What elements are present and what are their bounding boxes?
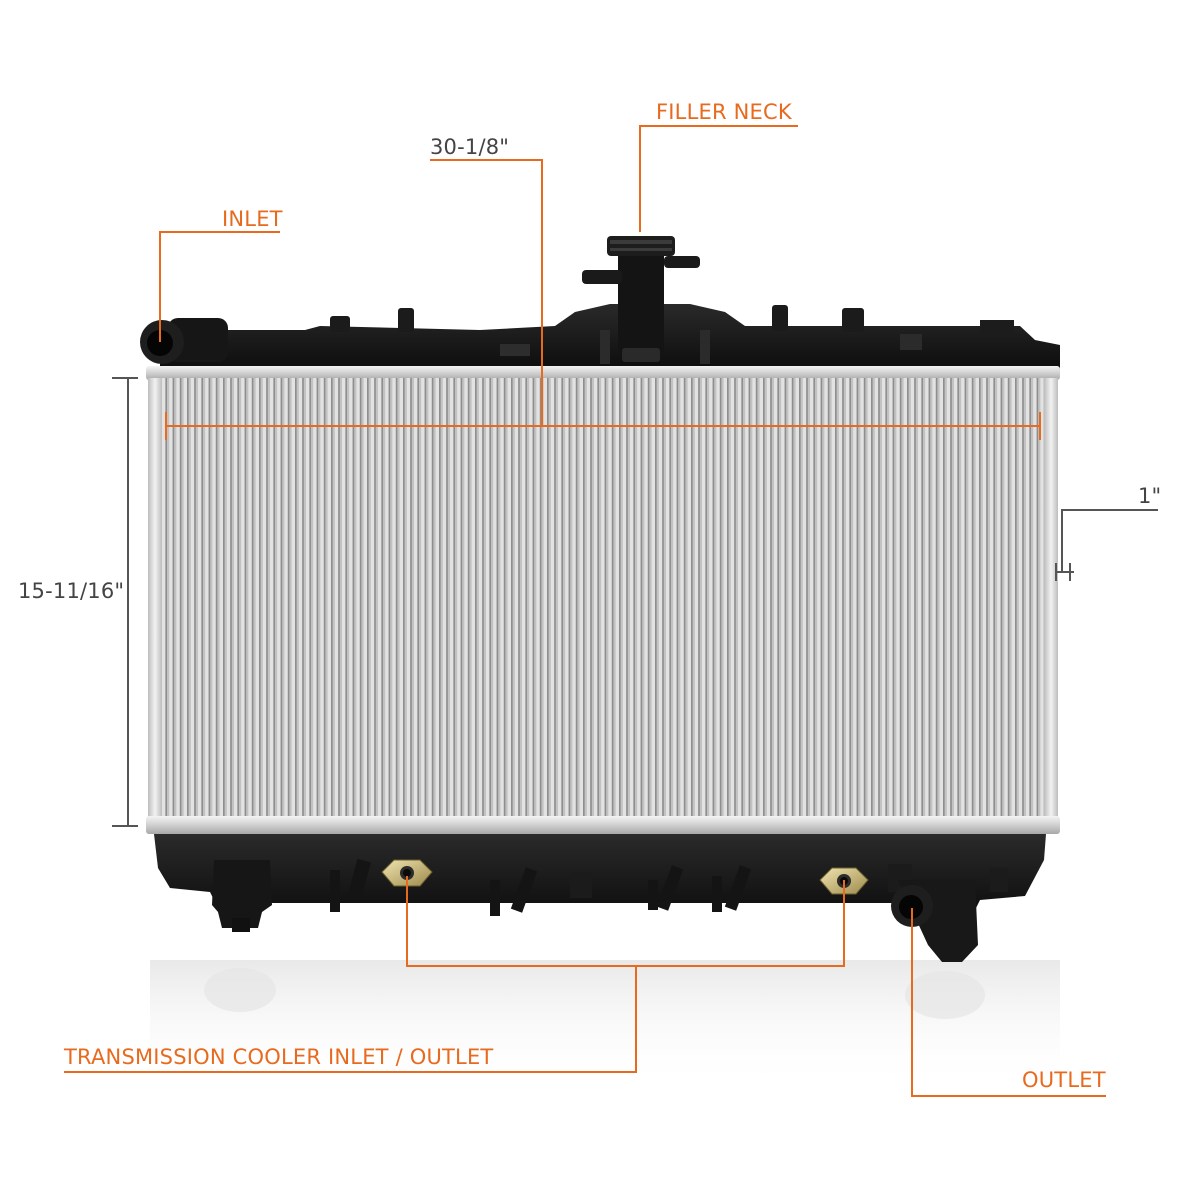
- bottom-header-rail: [146, 816, 1060, 834]
- thickness-leader: [1061, 509, 1158, 572]
- core-thickness-label: 1": [1138, 484, 1162, 508]
- bottom-tank: [154, 834, 1046, 920]
- filler-neck: [582, 236, 700, 362]
- outlet-label: OUTLET: [1022, 1068, 1106, 1092]
- dimension-lines: [112, 377, 1158, 827]
- outlet-pipe: [891, 880, 978, 962]
- top-header-rail: [146, 366, 1060, 380]
- core-fins: [162, 378, 1046, 816]
- inlet-pipe: [140, 318, 228, 364]
- transmission-cooler-label: TRANSMISSION COOLER INLET / OUTLET: [64, 1045, 494, 1069]
- width-leader: [430, 159, 543, 426]
- left-side-bar: [148, 378, 162, 818]
- right-side-bar: [1044, 378, 1058, 818]
- trans-cooler-bracket: [406, 876, 845, 967]
- inlet-leader: [159, 231, 280, 342]
- left-bottom-pod: [212, 860, 272, 932]
- reflection-right-tank: [905, 971, 985, 1019]
- trans-cooler-leader: [64, 966, 637, 1073]
- filler-neck-label: FILLER NECK: [656, 100, 792, 124]
- inlet-label: INLET: [222, 207, 283, 231]
- top-tank: [160, 304, 1060, 372]
- core-height-label: 15-11/16": [18, 579, 125, 603]
- floor-reflection: [150, 960, 1060, 1090]
- callout-lines: [64, 125, 1106, 1097]
- outlet-leader: [911, 908, 1106, 1097]
- core-width-label: 30-1/8": [430, 135, 510, 159]
- filler-neck-leader: [639, 125, 798, 232]
- reflection-left-tank: [204, 968, 276, 1012]
- trans-cooler-fitting-left: [381, 859, 433, 887]
